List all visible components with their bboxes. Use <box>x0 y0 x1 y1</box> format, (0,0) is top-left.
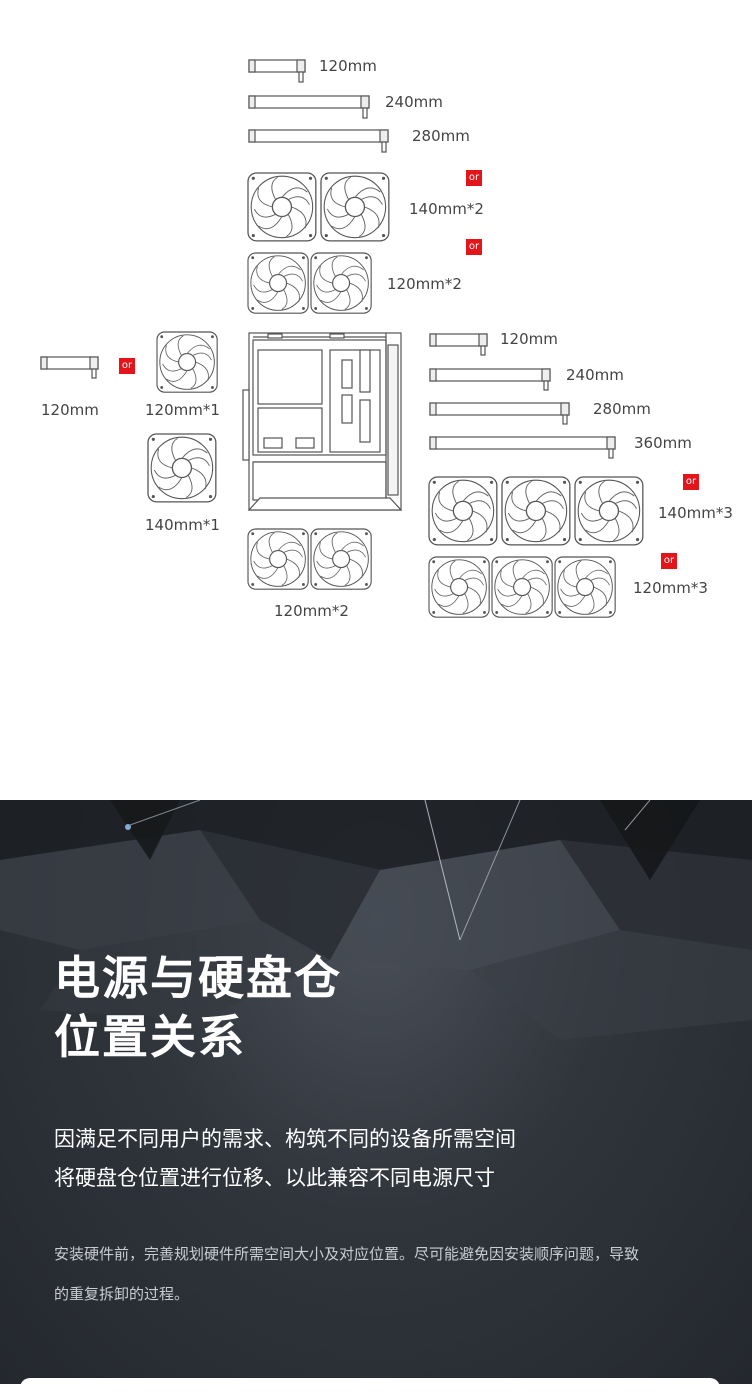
front-or-badge-1: or <box>683 474 699 490</box>
rear-fan-120 <box>156 331 218 393</box>
next-section-card <box>20 1378 720 1398</box>
front-radiator-120-label: 120mm <box>500 330 558 348</box>
front-fan-120-a <box>428 556 490 618</box>
front-or-badge-2: or <box>661 553 677 569</box>
bottom-fan-120-a <box>247 528 309 590</box>
rear-fan-120x1-label: 120mm*1 <box>145 401 220 419</box>
front-radiator-120 <box>429 333 488 356</box>
front-radiator-240 <box>429 368 551 391</box>
rear-radiator-120 <box>40 356 99 379</box>
top-fan-120-b <box>310 252 372 314</box>
front-fan-140-a <box>428 476 498 546</box>
front-radiator-280-label: 280mm <box>593 400 651 418</box>
top-or-badge-1: or <box>466 170 482 186</box>
top-fan-120-a <box>247 252 309 314</box>
front-radiator-280 <box>429 402 570 425</box>
front-radiator-240-label: 240mm <box>566 366 624 384</box>
front-radiator-360 <box>429 436 616 459</box>
front-fan-140-b <box>501 476 571 546</box>
front-fan-120x3-label: 120mm*3 <box>633 579 708 597</box>
cooling-diagram <box>40 59 644 618</box>
front-fan-120-b <box>491 556 553 618</box>
front-fan-120-c <box>554 556 616 618</box>
section-subtitle-line1: 因满足不同用户的需求、构筑不同的设备所需空间 <box>54 1127 516 1151</box>
psu-hdd-section: 电源与硬盘仓 位置关系 因满足不同用户的需求、构筑不同的设备所需空间 将硬盘仓位… <box>0 800 752 1384</box>
top-fan-140x2-label: 140mm*2 <box>409 200 484 218</box>
top-radiator-240-label: 240mm <box>385 93 443 111</box>
top-radiator-120 <box>248 59 306 83</box>
bottom-fan-120x2-label: 120mm*2 <box>274 602 349 620</box>
front-fan-140x3-label: 140mm*3 <box>658 504 733 522</box>
rear-or-badge: or <box>119 358 135 374</box>
top-fan-120x2-label: 120mm*2 <box>387 275 462 293</box>
top-fan-140-b <box>320 172 390 242</box>
section-title-line2: 位置关系 <box>54 1010 246 1064</box>
rear-radiator-120-label: 120mm <box>41 401 99 419</box>
background-shards <box>0 800 752 1040</box>
top-or-badge-2: or <box>466 239 482 255</box>
top-radiator-120-label: 120mm <box>319 57 377 75</box>
front-radiator-360-label: 360mm <box>634 434 692 452</box>
section-title-line1: 电源与硬盘仓 <box>54 951 342 1005</box>
top-radiator-280 <box>248 129 389 153</box>
rear-fan-140 <box>147 433 217 503</box>
section-note-line1: 安装硬件前，完善规划硬件所需空间大小及对应位置。尽可能避免因安装顺序问题，导致 <box>54 1245 640 1263</box>
front-fan-140-c <box>574 476 644 546</box>
rear-fan-140x1-label: 140mm*1 <box>145 516 220 534</box>
case-outline <box>242 332 403 511</box>
section-subtitle-line2: 将硬盘仓位置进行位移、以此兼容不同电源尺寸 <box>54 1166 495 1190</box>
top-fan-140-a <box>247 172 317 242</box>
top-radiator-280-label: 280mm <box>412 127 470 145</box>
section-note-line2: 的重复拆卸的过程。 <box>54 1285 190 1303</box>
bottom-fan-120-b <box>310 528 372 590</box>
top-radiator-240 <box>248 95 370 119</box>
